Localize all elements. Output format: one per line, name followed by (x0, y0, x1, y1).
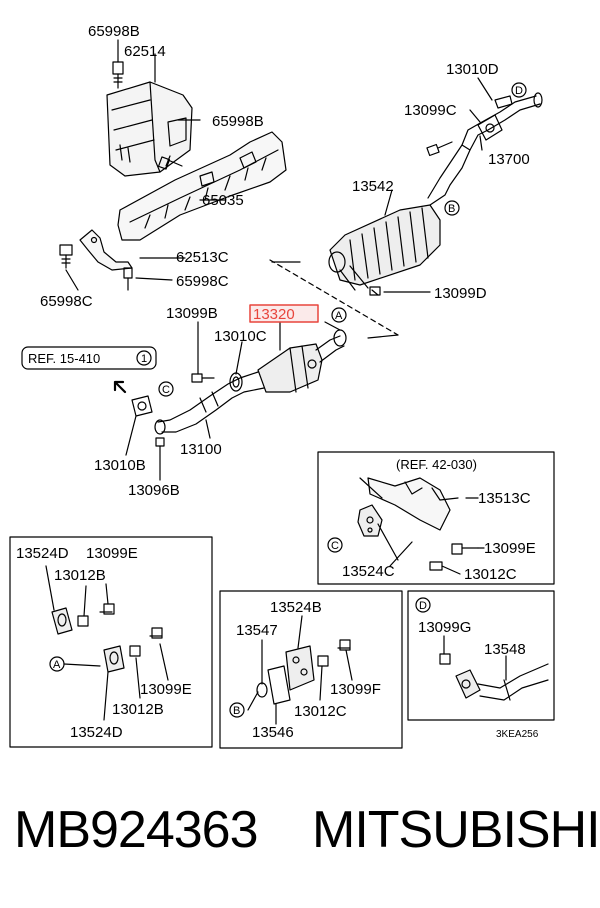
muffler-13320 (257, 329, 347, 393)
washer-13012C-c (429, 561, 443, 571)
washer-13547 (256, 682, 268, 698)
pipe-13100 (154, 371, 265, 435)
diagram-code: 3KEA256 (496, 729, 539, 740)
label-13010B: 13010B (94, 457, 146, 474)
ref-42-030-label: (REF. 42-030) (396, 457, 477, 472)
label-65998B-top: 65998B (88, 23, 140, 40)
bolt-13099F (337, 639, 351, 651)
bolt-13099G (439, 653, 451, 665)
hanger-bracket-panel-c (367, 477, 459, 531)
label-13012B-a1: 13012B (54, 567, 106, 584)
washer-13012C-b (317, 655, 329, 667)
flange-13548 (455, 663, 549, 701)
rubber-hanger-13524D-1 (51, 607, 73, 635)
nut-13096B (155, 437, 165, 447)
part-footer: MB924363 MITSUBISHI (0, 800, 600, 880)
panel-d (407, 590, 555, 721)
label-65998B-mid: 65998B (212, 113, 264, 130)
panel-b (219, 590, 403, 749)
washer-13012B-2 (129, 645, 141, 657)
label-13524B: 13524B (270, 599, 322, 616)
heat-shield-62514 (106, 81, 193, 177)
marker-c-1: C (162, 384, 170, 396)
label-65998C-left: 65998C (40, 293, 93, 310)
brand-name: MITSUBISHI (312, 801, 600, 859)
label-13099F: 13099F (330, 681, 381, 698)
marker-b-1: B (448, 203, 455, 215)
marker-d-1: D (515, 85, 523, 97)
label-13099E-a2: 13099E (140, 681, 192, 698)
label-13546: 13546 (252, 724, 294, 741)
flange-gasket-13010B (131, 395, 153, 417)
front-pipe-13700 (461, 92, 543, 151)
label-13012C-b: 13012C (294, 703, 347, 720)
bolt-13099B (191, 373, 215, 383)
label-13547: 13547 (236, 622, 278, 639)
plate-13546 (267, 665, 291, 705)
bolt-65998B-top (112, 61, 124, 89)
hanger-13524B (285, 645, 315, 691)
part-labels: 65998B 62514 65998B 65035 62513C 65998C … (16, 23, 539, 741)
label-13099C: 13099C (404, 102, 457, 119)
washer-13012B-1 (77, 615, 89, 627)
marker-c-2: C (331, 540, 339, 552)
label-13700: 13700 (488, 151, 530, 168)
part-number: MB924363 (14, 801, 259, 859)
label-62514: 62514 (124, 43, 166, 60)
label-13010D: 13010D (446, 61, 499, 78)
highlight-13320 (249, 304, 319, 323)
label-65998C-right: 65998C (176, 273, 229, 290)
bolt-65998C-right (123, 267, 133, 291)
label-13513C: 13513C (478, 490, 531, 507)
panel-c (317, 451, 555, 585)
marker-d-2: D (419, 600, 427, 612)
label-13010C: 13010C (214, 328, 267, 345)
label-13099G: 13099G (418, 619, 471, 636)
label-13524C: 13524C (342, 563, 395, 580)
rubber-hanger-13524C (357, 504, 383, 537)
label-13012B-a2: 13012B (112, 701, 164, 718)
label-13099B: 13099B (166, 305, 218, 322)
bracket-62513C (79, 229, 133, 271)
catalytic-converter-13542 (328, 144, 471, 296)
marker-a-1: A (335, 310, 343, 322)
label-13320: 13320 (253, 306, 295, 323)
bolt-13099E-a2 (149, 627, 163, 639)
marker-b-2: B (233, 705, 240, 717)
bolt-13099E-a1 (99, 603, 115, 615)
ref-15-410-label: REF. 15-410 (28, 351, 100, 366)
ref-15-410-box (21, 346, 157, 370)
bolt-65998C-left (59, 244, 73, 269)
label-13524D-a2: 13524D (70, 724, 123, 741)
label-13099E-c: 13099E (484, 540, 536, 557)
label-65035: 65035 (202, 192, 244, 209)
label-62513C: 62513C (176, 249, 229, 266)
ref-15-410-number: 1 (141, 353, 147, 365)
label-13542: 13542 (352, 178, 394, 195)
label-13524D-a: 13524D (16, 545, 69, 562)
exhaust-parts-diagram: 65998B 62514 65998B 65035 62513C 65998C … (9, 23, 555, 749)
label-13100: 13100 (180, 441, 222, 458)
label-13548: 13548 (484, 641, 526, 658)
panel-a (9, 536, 213, 748)
label-13099D: 13099D (434, 285, 487, 302)
bolt-13099C (426, 141, 453, 157)
marker-a-2: A (53, 659, 61, 671)
label-13099E-a1: 13099E (86, 545, 138, 562)
label-13012C-c: 13012C (464, 566, 517, 583)
rubber-hanger-13524D-2 (103, 645, 125, 673)
heat-shield-65035 (117, 131, 287, 241)
label-13096B: 13096B (128, 482, 180, 499)
bolt-13099E-c (451, 543, 479, 555)
bolt-65998B-mid (157, 155, 183, 170)
